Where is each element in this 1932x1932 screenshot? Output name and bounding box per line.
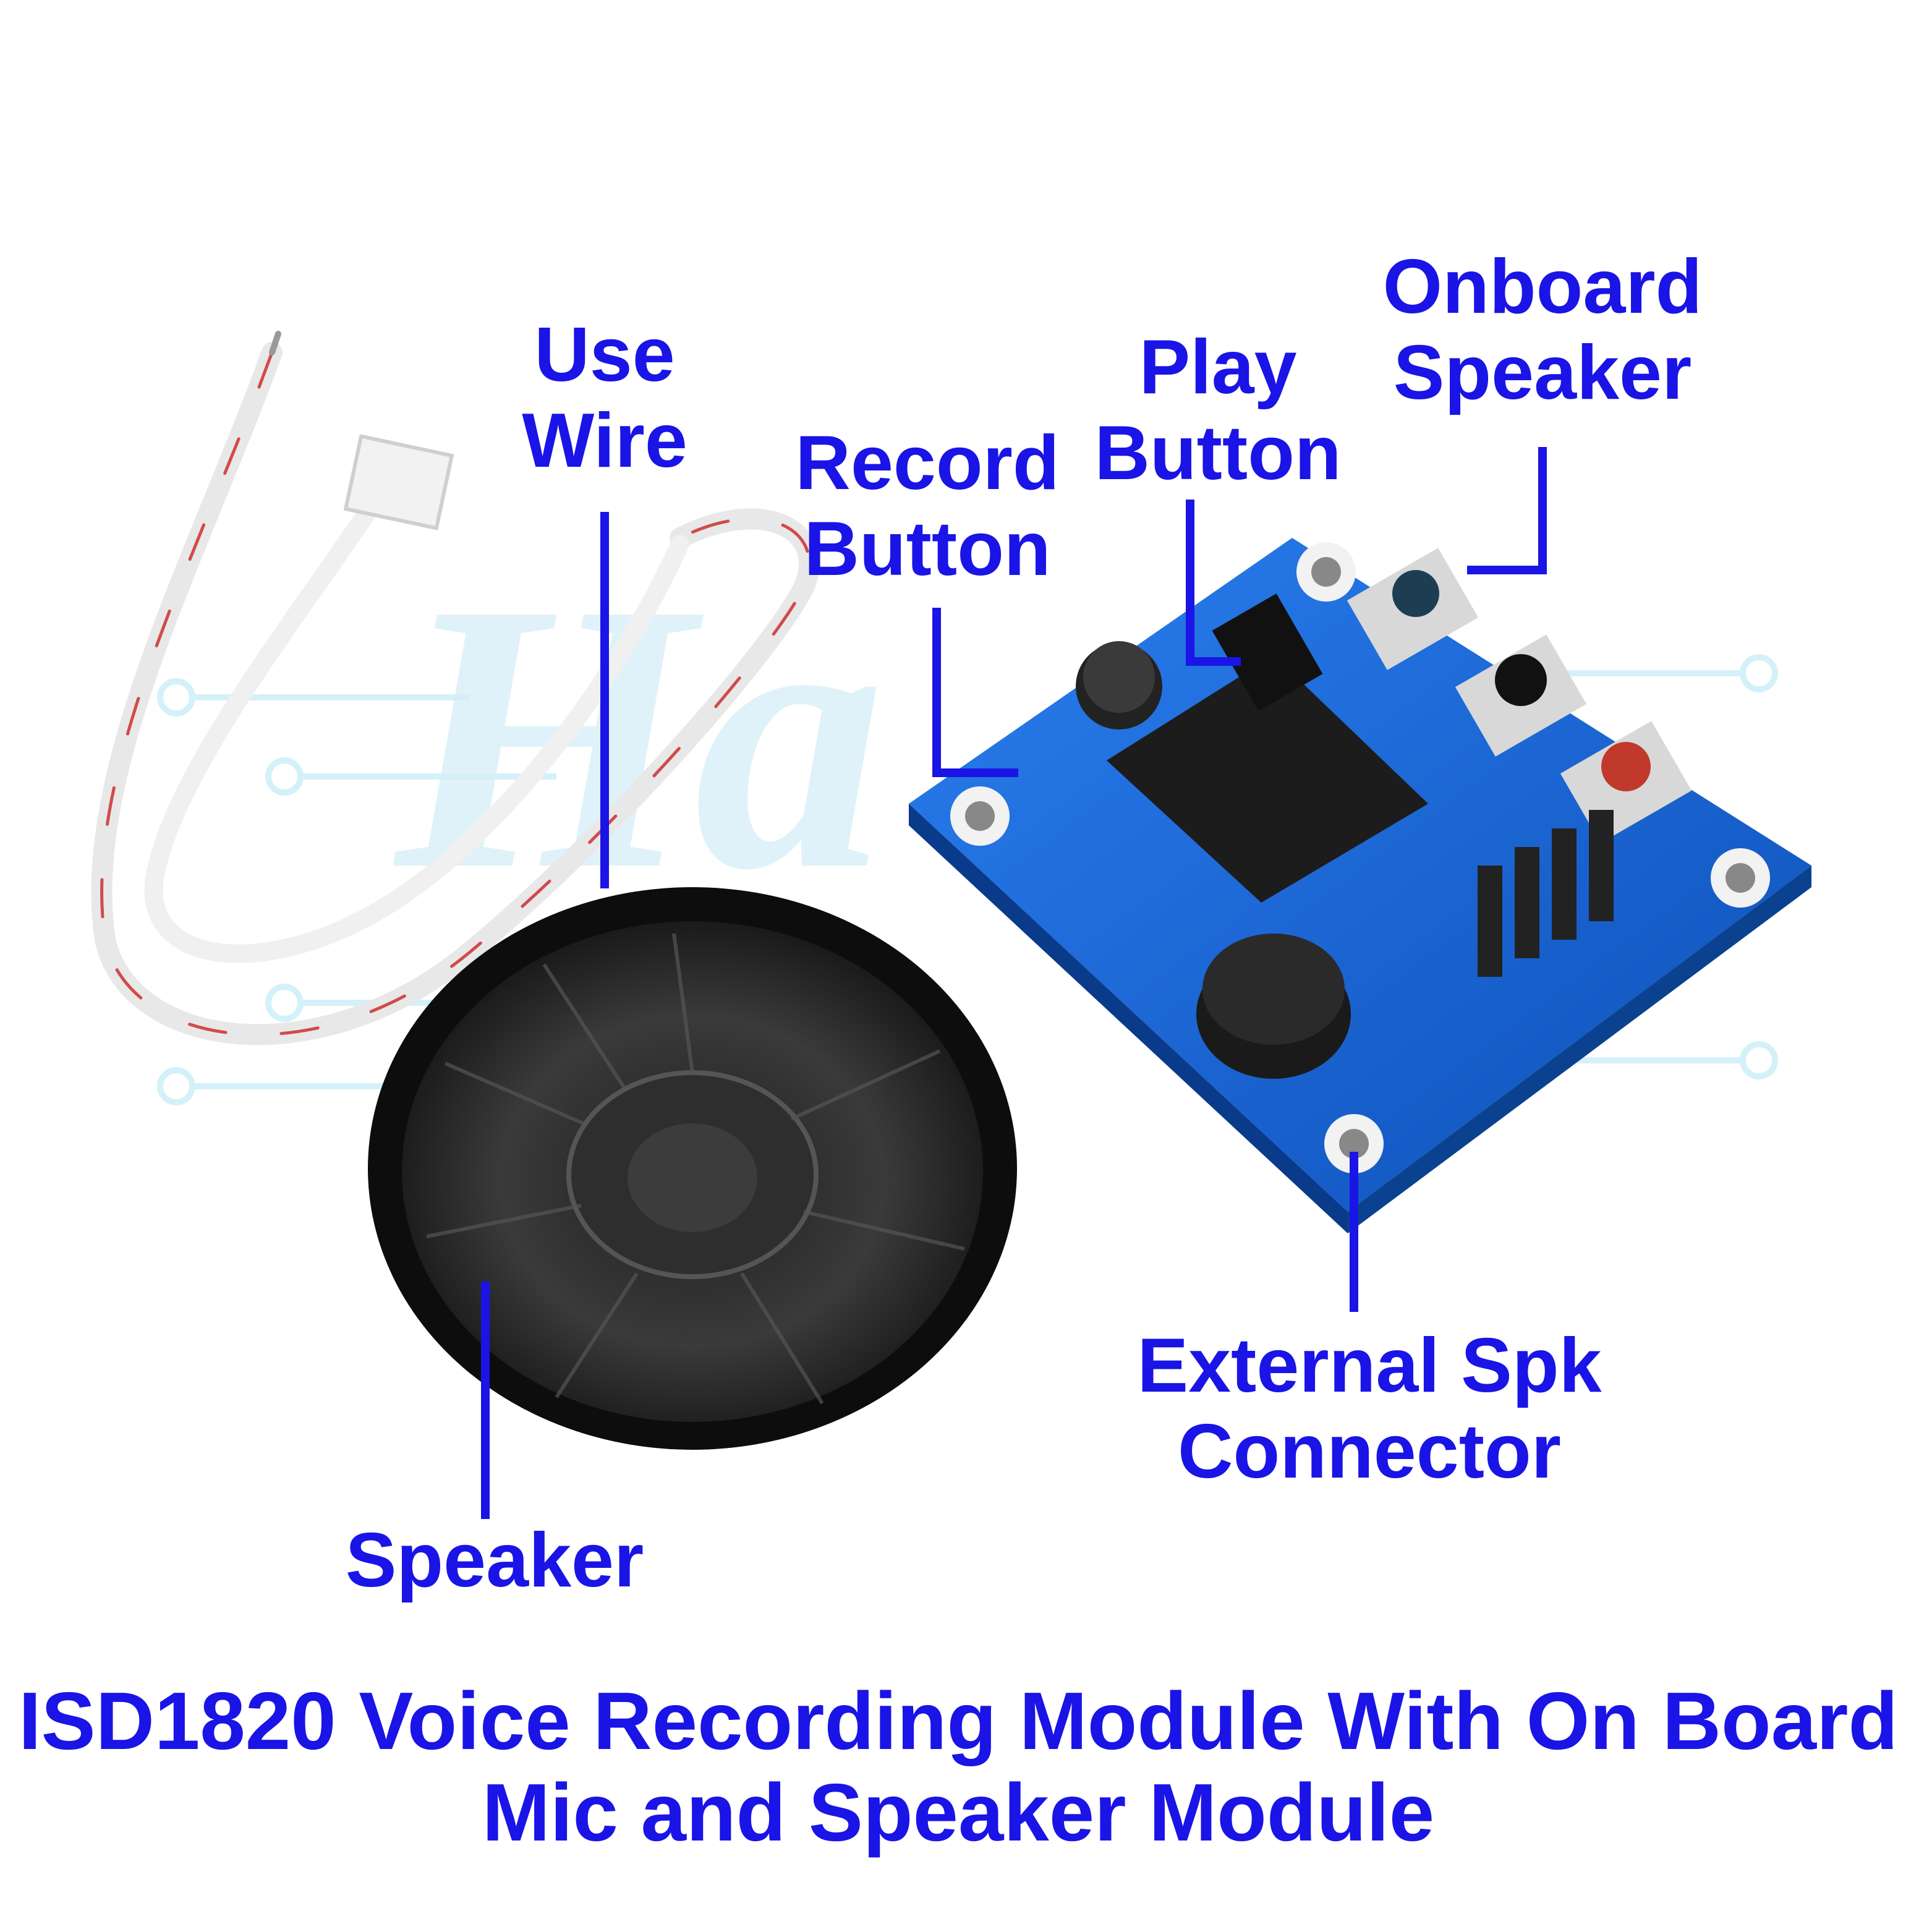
pcb-module-image xyxy=(909,538,1811,1233)
record-button-label: Record Button xyxy=(795,420,1060,592)
caption: ISD1820 Voice Recording Module With On B… xyxy=(18,1675,1899,1858)
speaker-image xyxy=(368,887,1017,1450)
speaker-label: Speaker xyxy=(345,1518,644,1603)
play-button-leader xyxy=(1186,500,1241,666)
wire-with-connector xyxy=(91,331,820,1045)
onboard-speaker-leader xyxy=(1467,447,1547,574)
onboard-speaker-label: Onboard Speaker xyxy=(1382,244,1703,415)
play-button-label: Play Button xyxy=(1094,325,1342,496)
watermark-traces xyxy=(157,654,1778,1105)
use-wire-label: Use Wire xyxy=(522,312,687,483)
record-button-leader xyxy=(932,608,1018,777)
leader-lines xyxy=(481,447,1547,1519)
external-spk-connector-label: External Spk Connector xyxy=(1137,1323,1602,1494)
